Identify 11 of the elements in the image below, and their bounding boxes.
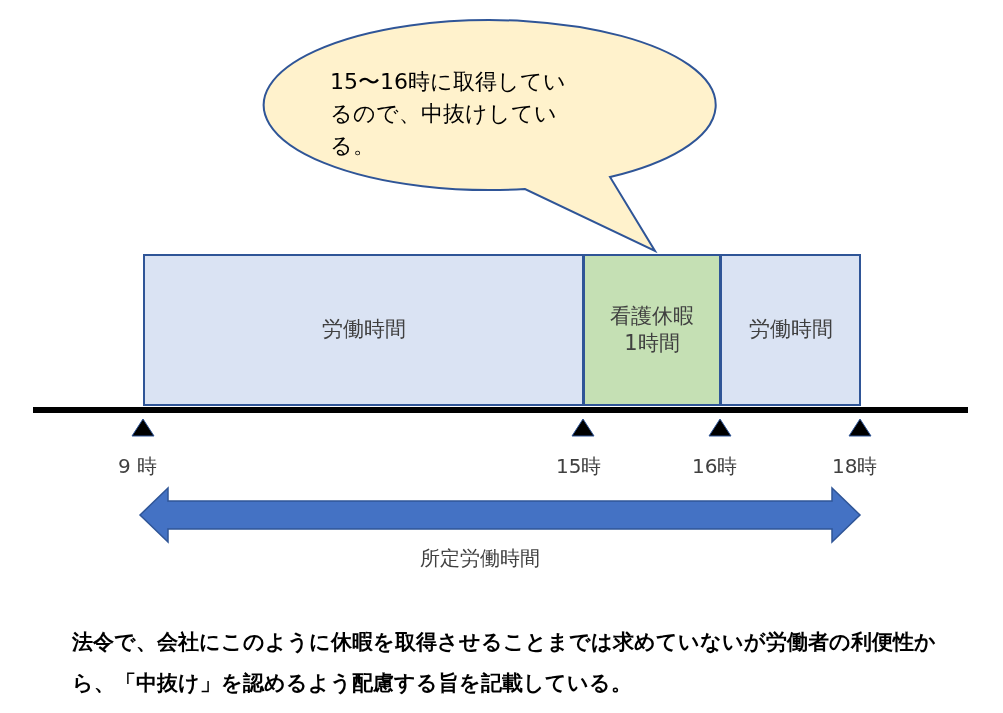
time-block: 労働時間 <box>143 254 584 406</box>
time-label: 9 時 <box>118 453 158 480</box>
time-block: 看護休暇1時間 <box>583 254 721 406</box>
time-block: 労働時間 <box>720 254 861 406</box>
time-label: 15時 <box>556 453 602 480</box>
bubble-text: 15〜16時に取得しているので、中抜けしている。 <box>330 68 567 160</box>
note-text: 法令で、会社にこのように休暇を取得させることまでは求めていないが労働者の利便性から、「中抜け」を認めるよう配慮する旨を記載している。 <box>72 629 937 697</box>
time-label: 16時 <box>692 453 738 480</box>
duration-label: 所定労働時間 <box>420 545 540 572</box>
speech-bubble <box>262 18 720 254</box>
time-label: 18時 <box>832 453 878 480</box>
